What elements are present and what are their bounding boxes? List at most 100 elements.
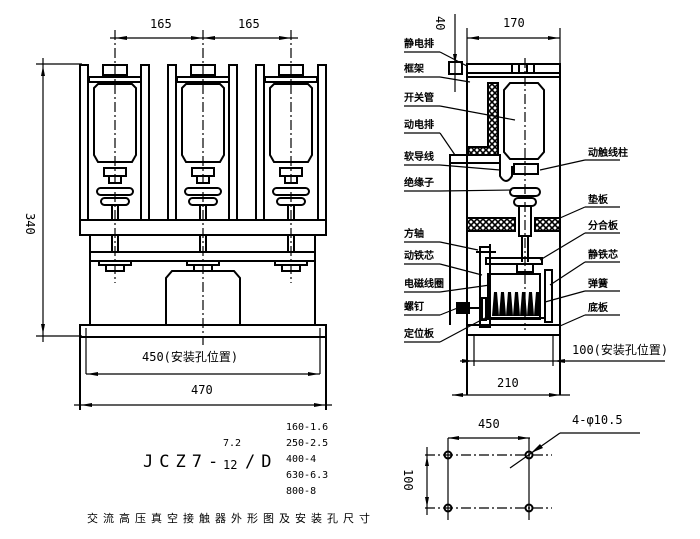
flexible-conductor: [499, 163, 513, 182]
dim-plan-height: 100: [401, 469, 415, 491]
top-bracket: [264, 76, 318, 83]
side-view: 170 40: [404, 14, 668, 397]
hole-spec: 4-φ10.5: [572, 413, 623, 427]
arrowhead: [425, 456, 429, 466]
arrowhead: [115, 36, 127, 40]
pole: [264, 64, 318, 272]
frame-post: [317, 64, 327, 221]
part-label: 定位板: [404, 327, 435, 340]
dim-pitch-left: 165: [150, 17, 172, 31]
rating-option: 160-1.6: [286, 422, 328, 433]
frame-bar: [466, 72, 561, 78]
part-label: 动触线柱: [588, 146, 628, 159]
arrowhead: [468, 36, 479, 40]
part-label: 螺钉: [404, 300, 424, 313]
caption: 交流高压真空接触器外形图及安装孔尺寸: [87, 511, 375, 525]
arrowhead: [548, 36, 559, 40]
top-frame: [466, 63, 561, 74]
model-suffix: /D: [245, 452, 277, 472]
screw: [456, 302, 470, 314]
arrowhead: [308, 372, 319, 376]
arrowhead: [448, 436, 459, 440]
spring-coil: [513, 292, 520, 316]
dim-base: 210: [497, 376, 519, 390]
coil-housing: [165, 270, 241, 325]
frame-post: [228, 64, 238, 221]
nut: [511, 63, 535, 74]
spring: [488, 292, 545, 319]
dim-mount-side: 100(安装孔位置): [572, 342, 668, 357]
arrowhead: [203, 36, 215, 40]
part-label: 垫板: [588, 193, 609, 206]
part-label: 开关管: [404, 91, 434, 104]
top-bracket: [176, 76, 230, 83]
dim-width: 470: [191, 383, 213, 397]
spring-coil: [520, 292, 527, 316]
dim-pitch-right: 165: [238, 17, 260, 31]
frame-post: [140, 64, 150, 221]
leader-line: [439, 306, 461, 316]
dim-top: 40: [433, 16, 447, 30]
mounting-hole: [524, 450, 534, 460]
part-label: 底板: [588, 301, 609, 314]
rating-option: 250-2.5: [286, 438, 328, 449]
top-bracket: [88, 76, 142, 83]
leader-line: [439, 241, 479, 251]
part-label: 方轴: [404, 227, 424, 240]
arrowhead: [453, 54, 457, 64]
leader-line: [439, 76, 471, 83]
dim-plan-width: 450: [478, 417, 500, 431]
vacuum-tube: [269, 83, 313, 163]
contact-terminal: [513, 163, 539, 175]
voltage-top: 7.2: [223, 438, 241, 449]
arrowhead: [554, 359, 565, 363]
pole: [88, 64, 142, 272]
leader-line: [539, 159, 586, 171]
part-label: 静铁芯: [588, 248, 618, 261]
leader-line: [439, 132, 456, 156]
frame-post: [255, 64, 265, 221]
vacuum-switch-tube: [503, 82, 545, 160]
vacuum-tube: [181, 83, 225, 163]
part-label: 框架: [404, 62, 424, 75]
arrowhead: [549, 393, 560, 397]
arrowhead: [425, 497, 429, 507]
spring-coil: [499, 292, 506, 316]
dim-depth: 170: [503, 16, 525, 30]
dim-mount-front: 450(安装孔位置): [142, 349, 238, 364]
part-label: 软导线: [404, 150, 434, 163]
leader-line: [439, 263, 483, 276]
rating-option: 630-6.3: [286, 470, 328, 481]
leader-line: [439, 284, 491, 293]
pad-board: [466, 217, 516, 232]
arrowhead: [41, 324, 45, 334]
leader-line: [439, 51, 468, 67]
arrowhead: [87, 372, 98, 376]
spring-coil: [506, 292, 513, 316]
leader-line: [559, 206, 586, 219]
arrowhead: [452, 393, 463, 397]
mounting-hole: [443, 450, 453, 460]
spring-coil: [534, 292, 541, 316]
static-core: [544, 269, 553, 323]
rating-option: 400-4: [286, 454, 316, 465]
front-view: 165 165 340 450(安装孔位置: [23, 17, 332, 410]
arrowhead: [314, 403, 325, 407]
arrowhead: [191, 36, 203, 40]
arrowhead: [279, 36, 291, 40]
pad-board: [534, 217, 561, 232]
rating-option: 800-8: [286, 486, 316, 497]
part-label: 动电排: [404, 118, 434, 131]
arrowhead: [41, 66, 45, 76]
part-label: 动铁芯: [404, 249, 434, 262]
pole: [176, 64, 230, 272]
frame-post: [79, 64, 89, 221]
part-label: 绝缘子: [404, 176, 434, 189]
leader-line: [539, 232, 586, 261]
arrowhead: [462, 359, 473, 363]
leader-line: [549, 261, 586, 286]
mounting-plan: 450 100 4-φ10.5: [401, 413, 640, 520]
spring-coil: [492, 292, 499, 316]
leader-line: [439, 317, 486, 343]
